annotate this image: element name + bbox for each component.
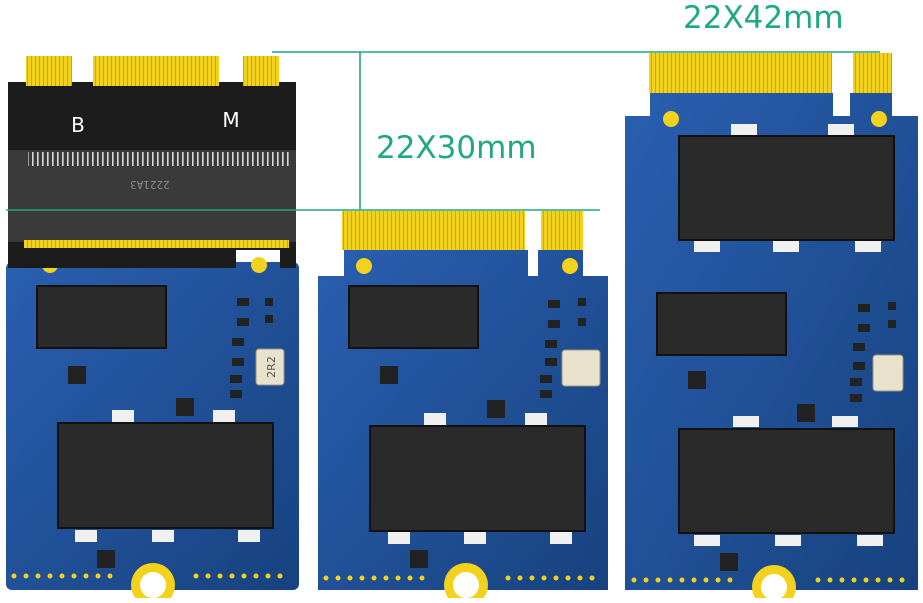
card-middle: [318, 211, 608, 603]
bottom-pads-right: [631, 577, 905, 583]
adapter-gold-contacts-1: [26, 56, 72, 86]
card-left: 2R2 B M 2221: [6, 56, 299, 603]
dimension-lines: [6, 51, 880, 211]
chip-left-small: [36, 285, 167, 349]
card-right: [625, 53, 918, 603]
inductor-left: [255, 348, 285, 386]
m2-adapter: B M 2221A3: [8, 56, 296, 268]
chip-left-large: [57, 422, 274, 529]
adapter-part-marking: 2221A3: [130, 178, 170, 191]
adapter-key-m: M: [222, 108, 239, 132]
adapter-gold-contacts-3: [243, 56, 279, 86]
middle-gold-contacts-1: [342, 211, 525, 250]
hole-left-b: [251, 257, 267, 273]
chip-middle-large: [369, 425, 586, 532]
dimension-label-22x42: 22X42mm: [683, 0, 844, 36]
middle-gold-contacts-2: [541, 211, 583, 250]
chip-middle-small: [348, 285, 479, 349]
bottom-pads-left: [11, 573, 283, 579]
bottom-pads-middle: [323, 575, 595, 581]
adapter-key-b: B: [71, 113, 85, 137]
inductor-right: [872, 354, 904, 392]
right-gold-contacts-2: [853, 53, 892, 93]
chip-right-bottom: [678, 428, 895, 534]
adapter-gold-contacts-2: [93, 56, 219, 86]
chip-right-top: [678, 135, 895, 241]
inductor-middle: [561, 349, 601, 387]
chip-right-small: [656, 292, 787, 356]
right-gold-contacts-1: [649, 53, 832, 93]
inductor-left-marking: 2R2: [265, 356, 278, 378]
dimension-label-22x30: 22X30mm: [376, 130, 537, 166]
